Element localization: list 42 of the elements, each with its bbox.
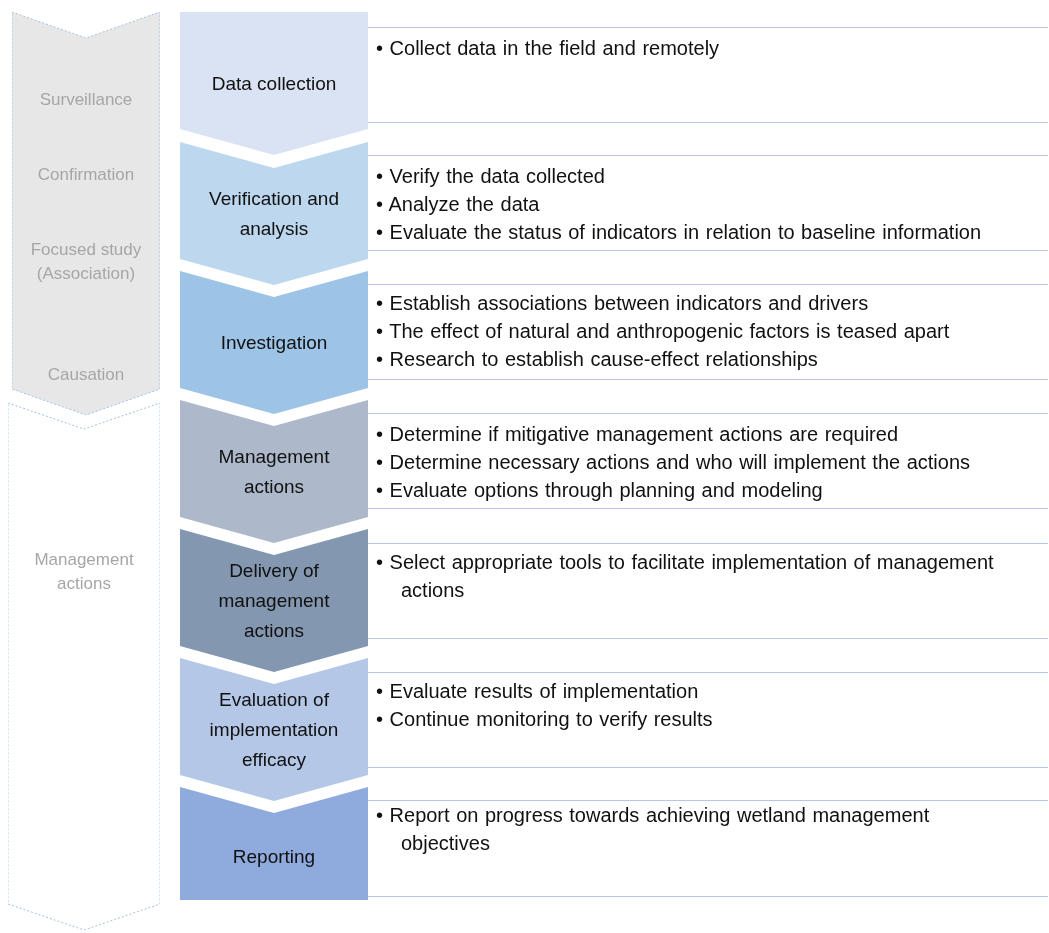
bullet-point: • Select appropriate tools to facilitate implementation of management actions — [376, 550, 995, 603]
bullet-point: • Evaluate options through planning and modeling — [376, 478, 824, 503]
description-panel — [368, 543, 1048, 639]
description-panel — [368, 27, 1048, 123]
description-panel — [368, 413, 1048, 509]
bullet-point: • Establish associations between indicators and drivers — [376, 291, 870, 316]
bullet-point: • Evaluate the status of indicators in relation to baseline information — [376, 220, 983, 245]
phase-band — [12, 12, 160, 415]
process-step-shape — [180, 12, 368, 155]
bullet-point: • Research to establish cause-effect relationships — [376, 347, 819, 372]
phase-label: Focused study (Association) — [30, 240, 142, 283]
process-step-shape — [180, 529, 368, 672]
process-step-shape — [180, 658, 368, 801]
process-step-shape — [180, 271, 368, 414]
bullet-point: • The effect of natural and anthropogenic factors is teased apart — [376, 319, 951, 344]
bullet-point: • Evaluate results of implementation — [376, 679, 700, 704]
description-panel — [368, 672, 1048, 768]
bullet-point: • Collect data in the field and remotely — [376, 36, 721, 61]
step-title: Evaluation of implementation efficacy — [208, 687, 340, 772]
description-panel — [368, 800, 1048, 897]
step-title: Investigation — [220, 330, 328, 355]
phase-label: Surveillance — [39, 90, 133, 109]
bullet-point: • Verify the data collected — [376, 164, 606, 189]
bullet-point: • Analyze the data — [376, 192, 541, 217]
step-title: Management actions — [217, 444, 331, 499]
bullet-point: • Determine if mitigative management actions are required — [376, 422, 900, 447]
description-panel — [368, 284, 1048, 380]
phase-label: Confirmation — [37, 165, 135, 184]
step-title: Delivery of management actions — [217, 558, 331, 643]
phase-label: Causation — [47, 365, 125, 384]
bullet-point: • Continue monitoring to verify results — [376, 707, 714, 732]
step-title: Verification and analysis — [208, 186, 340, 241]
phase-label: Management actions — [34, 550, 134, 593]
description-panel — [368, 155, 1048, 251]
bullet-point: • Determine necessary actions and who will implement the actions — [376, 450, 972, 475]
process-step-shape — [180, 400, 368, 543]
step-title: Reporting — [232, 844, 316, 869]
process-step-shape — [180, 787, 368, 900]
step-title: Data collection — [211, 71, 337, 96]
bullet-point: • Report on progress towards achieving wetland management objectives — [376, 803, 931, 856]
process-step-shape — [180, 142, 368, 285]
phase-band — [8, 403, 160, 930]
